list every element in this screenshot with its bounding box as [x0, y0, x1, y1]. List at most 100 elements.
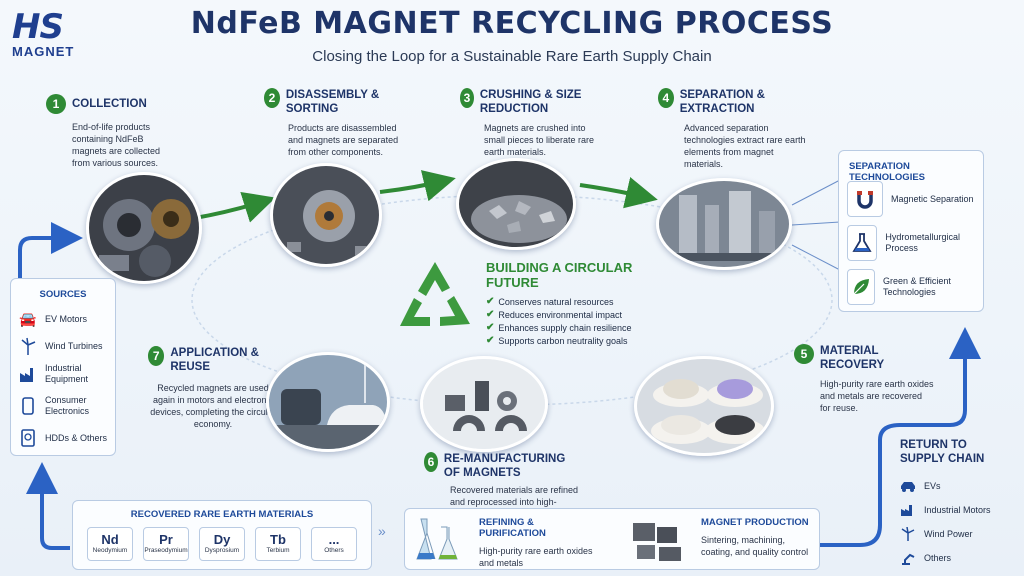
step-title: CRUSHING & SIZE REDUCTION — [479, 89, 582, 115]
connector-tech-2 — [791, 221, 841, 226]
step-number: 2 — [264, 88, 280, 108]
logo-sub: MAGNET — [12, 44, 75, 59]
refining-production-panel: REFINING & PURIFICATION High-purity rare… — [404, 508, 820, 570]
tech-label: Hydrometallurgical Process — [885, 232, 960, 253]
bullet-item: ✔Enhances supply chain resilience — [486, 322, 632, 333]
panel-title: RECOVERED RARE EARTH MATERIALS — [130, 509, 314, 520]
step-title: SEPARATION & EXTRACTION — [679, 89, 765, 115]
arrow-2-3 — [379, 170, 456, 202]
return-item: Others — [900, 546, 1018, 570]
step-title: MATERIAL RECOVERY — [820, 345, 885, 371]
step-4-block: 4 SEPARATION & EXTRACTION Advanced separ… — [658, 88, 808, 170]
logo-brand: HS — [12, 7, 64, 47]
panel-title: SOURCES — [39, 289, 87, 300]
source-item: Industrial Equipment — [19, 363, 105, 385]
production-title: MAGNET PRODUCTION — [701, 517, 809, 528]
flask-icon — [847, 225, 878, 261]
step-number: 6 — [424, 452, 438, 472]
refining-title: REFINING & PURIFICATION — [479, 517, 546, 539]
step-2-block: 2 DISASSEMBLY & SORTING Products are dis… — [264, 88, 404, 158]
panel-title: SEPARATION TECHNOLOGIES — [849, 161, 926, 183]
step-title: COLLECTION — [72, 98, 147, 110]
source-label: Wind Turbines — [45, 340, 103, 351]
brand-logo: HS MAGNET — [12, 10, 102, 59]
magnet-icon — [847, 181, 883, 217]
factory-icon — [901, 505, 912, 516]
car-icon: 🚘 — [19, 311, 37, 327]
source-label: HDDs & Others — [45, 432, 108, 443]
factory-icon — [20, 368, 33, 382]
arrow-1-2 — [194, 191, 276, 223]
check-icon: ✔ — [486, 322, 495, 333]
arrow-sources-up — [18, 222, 83, 278]
arrow-return-up — [820, 327, 981, 547]
tech-item: Hydrometallurgical Process — [847, 225, 977, 261]
return-item: EVs — [900, 474, 1018, 498]
source-label: Consumer Electronics — [45, 395, 90, 416]
check-icon: ✔ — [486, 309, 495, 320]
source-label: Industrial Equipment — [45, 363, 89, 384]
wind-turbine-icon — [901, 527, 915, 541]
check-icon: ✔ — [486, 335, 495, 346]
element-card: ...Others — [311, 527, 357, 561]
robot-arm-icon — [902, 553, 915, 565]
step-number: 4 — [658, 88, 674, 108]
disassembly-image — [270, 163, 382, 267]
car-icon — [901, 482, 915, 492]
bullet-item: ✔Supports carbon neutrality goals — [486, 335, 628, 346]
production-block: MAGNET PRODUCTION Sintering, machining, … — [701, 517, 817, 558]
step-desc: End-of-life products containing NdFeB ma… — [72, 122, 161, 168]
recycle-icon — [392, 256, 478, 342]
material-recovery-image — [634, 356, 774, 456]
hard-drive-icon — [21, 429, 35, 447]
flasks-icon — [413, 515, 467, 565]
connector-tech-1 — [791, 179, 841, 206]
return-label: EVs — [924, 480, 941, 491]
wind-turbine-icon — [21, 337, 36, 355]
tech-label: Green & Efficient Technologies — [883, 276, 951, 297]
production-desc: Sintering, machining, coating, and quali… — [701, 535, 809, 557]
step-3-block: 3 CRUSHING & SIZE REDUCTION Magnets are … — [460, 88, 600, 158]
separation-image — [656, 178, 792, 270]
leaf-icon — [847, 269, 876, 305]
return-supply-block: RETURN TO SUPPLY CHAIN EVs Industrial Mo… — [900, 438, 1018, 570]
source-item: HDDs & Others — [19, 429, 107, 447]
tech-item: Green & Efficient Technologies — [847, 269, 977, 305]
step-1-block: 1 COLLECTION End-of-life products contai… — [46, 94, 176, 169]
source-item: 🚘 EV Motors — [19, 311, 87, 328]
remanufacturing-image — [420, 356, 548, 452]
step-desc: High-purity rare earth oxides and metals… — [820, 379, 934, 413]
bullet-item: ✔Reduces environmental impact — [486, 309, 622, 320]
step-7-block: 7 APPLICATION & REUSE Recycled magnets a… — [148, 346, 278, 430]
step-title: APPLICATION & REUSE — [170, 347, 259, 373]
step-desc: Recycled magnets are used again in motor… — [150, 383, 276, 429]
application-image — [266, 352, 390, 452]
collection-image — [86, 172, 202, 284]
phone-icon — [22, 397, 34, 415]
step-5-block: 5 MATERIAL RECOVERY High-purity rare ear… — [794, 344, 934, 414]
crushing-image — [456, 158, 576, 250]
circular-future-block: BUILDING A CIRCULAR FUTURE ✔Conserves na… — [486, 260, 666, 347]
svg-text:»: » — [378, 523, 386, 539]
return-title: RETURN TO SUPPLY CHAIN — [900, 439, 985, 465]
arrow-3-4 — [579, 177, 658, 209]
step-number: 1 — [46, 94, 66, 114]
connector-tech-3 — [791, 244, 841, 271]
step-number: 5 — [794, 344, 814, 364]
step-number: 7 — [148, 346, 165, 366]
return-label: Wind Power — [924, 528, 973, 539]
step-desc: Magnets are crushed into small pieces to… — [484, 123, 595, 157]
separation-tech-panel: SEPARATION TECHNOLOGIES Magnetic Separat… — [838, 150, 984, 312]
step-title: RE-MANUFACTURING OF MAGNETS — [443, 453, 566, 479]
sources-panel: SOURCES 🚘 EV Motors Wind Turbines Indust… — [10, 278, 116, 456]
source-label: EV Motors — [45, 314, 88, 324]
page-title: NdFeB MAGNET RECYCLING PROCESS — [190, 6, 834, 41]
refining-desc: High-purity rare earth oxides and metals — [479, 546, 593, 568]
return-label: Industrial Motors — [924, 504, 991, 515]
page-subtitle: Closing the Loop for a Sustainable Rare … — [312, 48, 712, 65]
